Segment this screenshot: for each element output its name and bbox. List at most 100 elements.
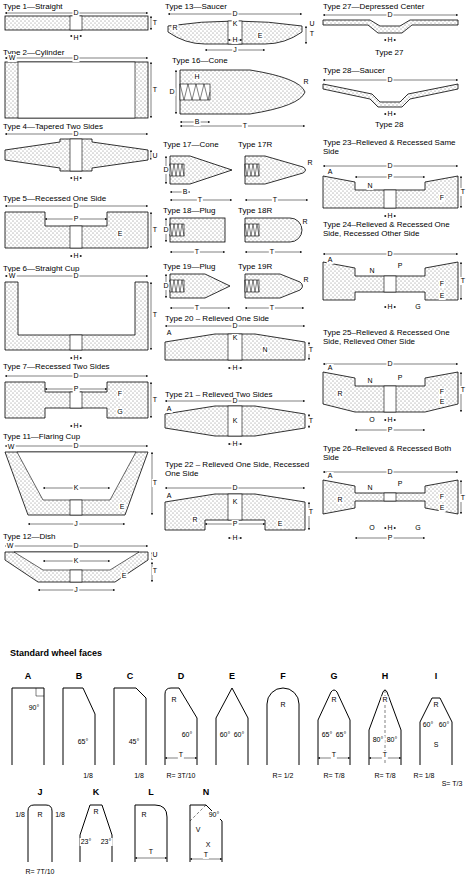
dimension-letter: H [386,110,393,118]
dimension-letter: T [460,494,466,502]
dimension-letter: R [140,811,147,819]
dimension-letter: J [232,46,238,54]
dimension-letter: E [439,398,446,406]
dimension-letter: J [73,520,79,528]
dimension-letter: A [166,329,173,337]
face-letter: B [75,671,84,681]
dimension-letter: H [386,416,393,424]
type-title: Type 27 [375,48,403,57]
dimension-letter: T [308,508,314,516]
dimension-letter: D [386,11,393,19]
type-title: Type 4—Tapered Two Sides [3,122,103,131]
dimension-letter: T [148,848,154,856]
dimension-letter: T [382,751,388,759]
dimension-letter: P [397,374,404,382]
dimension-letter: D [386,360,393,368]
dimension-letter: D [72,272,79,280]
dimension-letter: 65° [77,738,90,746]
dimension-letter: P [232,520,239,528]
dimension-letter: T [272,196,278,204]
dimension-letter: R= 1/2 [272,772,295,780]
dimension-letter: E [117,230,124,238]
dimension-letter: P [73,385,80,393]
dimension-letter: R [36,811,43,819]
dimension-letter: D [231,397,238,405]
type-title: Type 7—Recessed Two Sides [3,362,110,371]
dimension-letter: 1/8 [133,772,145,780]
dimension-letter: A [166,492,173,500]
dimension-letter: T [331,751,337,759]
type-title: Type 19—Plug [163,262,215,271]
dimension-letter: W [7,443,16,451]
dimension-letter: 45° [128,738,141,746]
dimension-letter: D [231,10,238,18]
dimension-letter: H [231,36,238,44]
dimension-letter: F [117,390,123,398]
dimension-letter: H [386,212,393,220]
dimension-letter: H [72,252,79,260]
dimension-letter: D [72,442,79,450]
type-title: Type 27—Depressed Center [323,2,424,11]
face-letter: G [329,671,338,681]
dimension-letter: D [231,322,238,330]
dimension-letter: 60° [181,731,194,739]
dimension-letter: D [72,202,79,210]
face-letter: A [24,671,33,681]
dimension-letter: A [166,405,173,413]
type-title: Type 13—Saucer [165,2,227,11]
dimension-letter: D [72,9,79,17]
dimension-letter: D [168,88,175,96]
dimension-letter: T [460,277,466,285]
dimension-letter: N [261,346,268,354]
dimension-letter: T [242,122,248,130]
dimension-letter: T [308,417,314,425]
dimension-letter: D [72,54,79,62]
dimension-letter: T [152,479,158,487]
dimension-letter: O [368,524,375,532]
dimension-letter: D [162,226,169,234]
dimension-letter: 65° [321,731,334,739]
dimension-letter: R [336,390,343,398]
type-title: Type 26–Relieved & Recessed Both Side [323,444,458,462]
dimension-letter: N [368,267,375,275]
dimension-letter: R [301,218,308,226]
face-letter: F [279,671,287,681]
dimension-letter: T [308,346,314,354]
type-title: Type 18—Plug [163,206,215,215]
type-title: Type 25–Relieved & Recessed One Side, Re… [323,328,458,346]
dimension-letter: 1/8 [82,772,94,780]
dimension-letter: T [152,226,158,234]
dimension-letter: K [73,557,80,565]
dimension-letter: 90° [208,811,221,819]
type-title: Type 11—Flaring Cup [3,432,80,441]
dimension-letter: B [182,188,189,196]
dimension-letter: G [414,524,421,532]
dimension-letter: R [302,276,309,284]
dimension-letter: U [151,551,158,559]
dimension-letter: S= T/3 [441,780,464,788]
dimension-letter: S [433,741,440,749]
dimension-letter: K [73,484,80,492]
dimension-letter: E [439,292,446,300]
dimension-letter: D [386,250,393,258]
dimension-letter: R [381,696,388,704]
dimension-letter: 23° [80,838,93,846]
dimension-letter: R [191,516,198,524]
face-letter: J [36,787,43,797]
dimension-letter: G [116,408,123,416]
dimension-letter: D [72,372,79,380]
dimension-letter: N [366,484,373,492]
dimension-letter: F [439,388,445,396]
dimension-letter: T [194,304,200,312]
dimension-letter: R [336,496,343,504]
dimension-letter: R= 1/8 [413,772,436,780]
dimension-letter: H [72,34,79,42]
dimension-letter: T [194,248,200,256]
dimension-letter: K [232,417,239,425]
type-title: Type 12—Dish [3,532,55,541]
dimension-letter: J [73,586,79,594]
dimension-letter: 90° [28,704,41,712]
face-letter: H [381,671,390,681]
dimension-letter: D [72,542,79,550]
dimension-letter: T [197,196,203,204]
